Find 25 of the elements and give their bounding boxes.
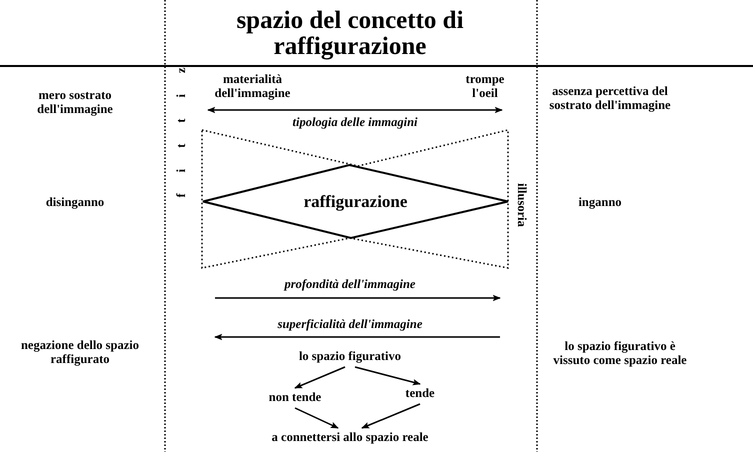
arrow <box>207 106 503 114</box>
text-label: inganno <box>577 195 623 209</box>
node-label: lo spazio figurativo <box>290 349 410 365</box>
text-label: disinganno <box>44 195 106 209</box>
text-label: assenza percettiva del sostrato dell'immagine <box>548 84 672 112</box>
edge-label: tipologia delle immagini <box>292 115 418 129</box>
node-label: raffigurazione <box>302 192 408 212</box>
node-label: non tende <box>260 390 330 406</box>
diamond-node <box>203 165 508 238</box>
node-label: trompe l'oeil <box>460 72 510 112</box>
node-label: tende <box>398 386 442 402</box>
node-label: a connettersi allo spazio reale <box>250 430 450 446</box>
text-label: negazione dello spazio raffigurato <box>20 338 140 366</box>
arrow <box>354 366 421 386</box>
text-label: superficialità dell'immagine <box>276 317 424 331</box>
title: spazio del concetto di raffigurazione <box>235 8 465 60</box>
arrow <box>294 407 339 429</box>
node-label: materialità dell'immagine <box>205 72 300 112</box>
arrow <box>361 403 420 429</box>
arrow <box>294 366 346 389</box>
text-label: profondità dell'immagine <box>282 277 416 291</box>
text-label: lo spazio figurativo è vissuto come spazio reale <box>552 339 688 367</box>
vertical-label: illusoria <box>515 182 529 229</box>
text-label: mero sostrato dell'immagine <box>36 88 114 116</box>
vertical-label: fittiz <box>174 46 188 200</box>
